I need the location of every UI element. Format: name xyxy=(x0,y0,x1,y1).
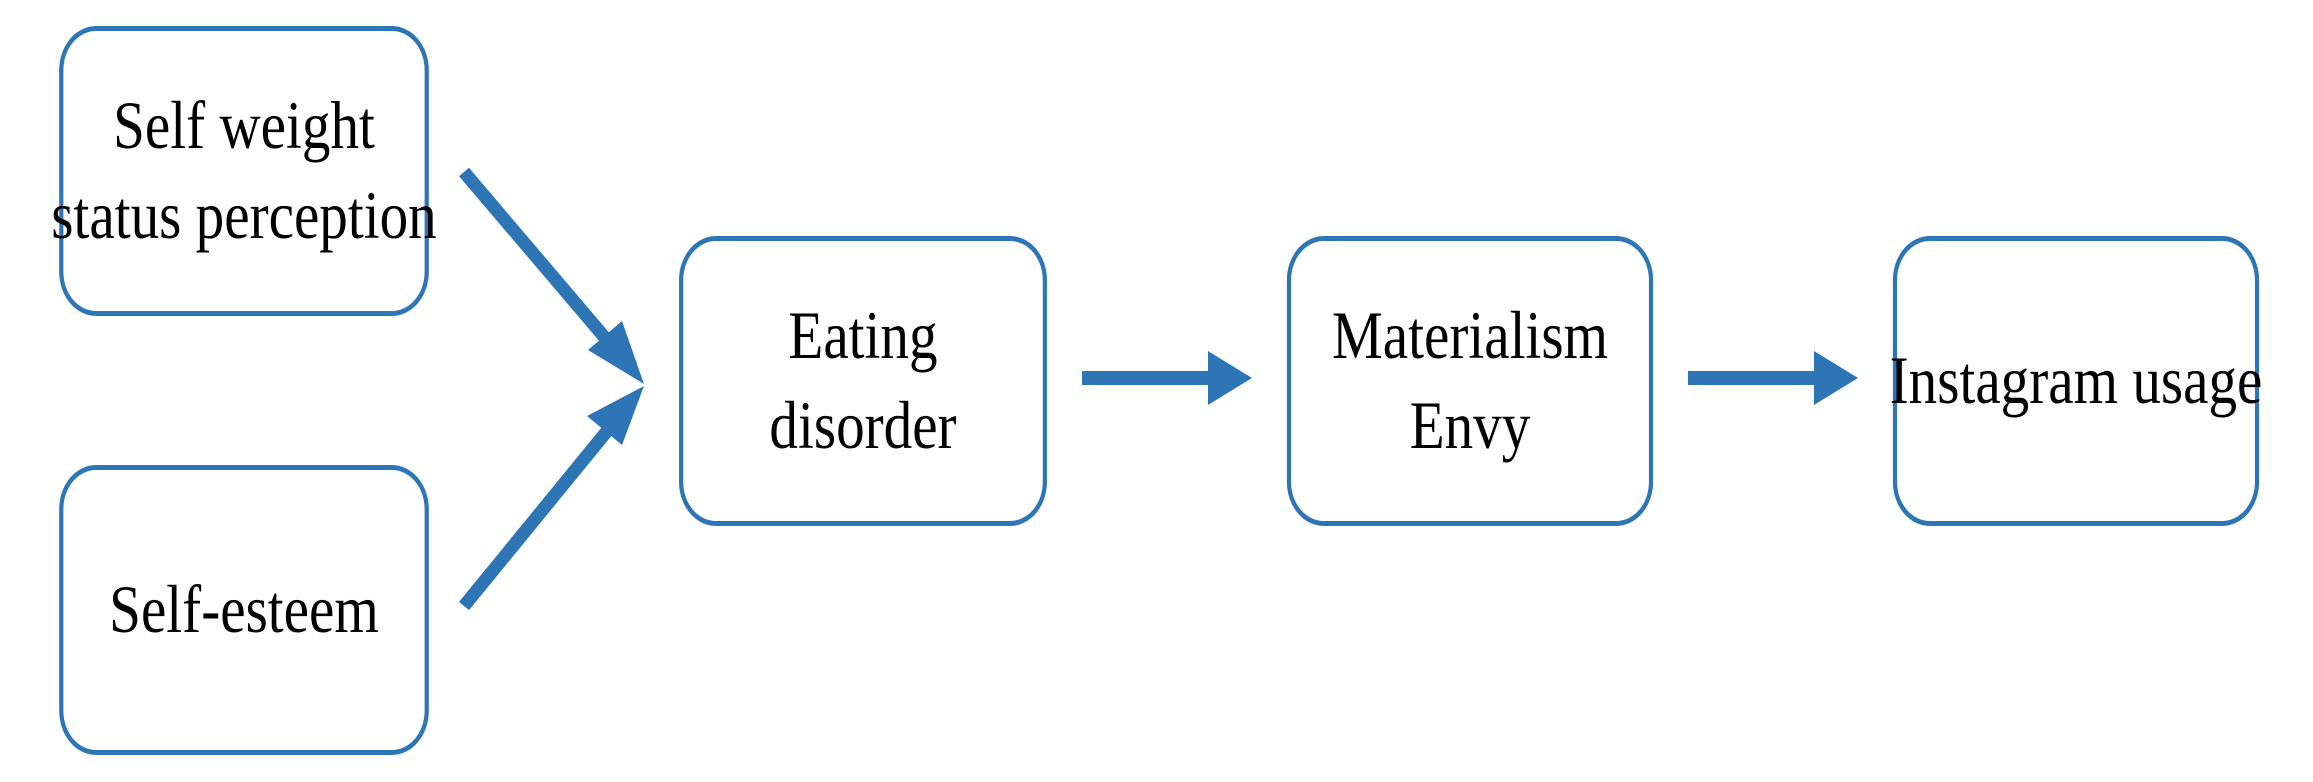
node-label-line: Envy xyxy=(1409,387,1531,463)
node-eating-disorder: Eating disorder xyxy=(679,236,1047,526)
node-self-esteem: Self-esteem xyxy=(59,465,429,755)
arrow-swsp-to-ed xyxy=(459,167,617,351)
node-label-line: Instagram usage xyxy=(1889,342,2263,419)
node-label-line: Self weight xyxy=(113,87,375,164)
node-instagram-usage: Instagram usage xyxy=(1890,236,2262,526)
node-self-weight-status-perception: Self weight status perception xyxy=(51,26,437,316)
node-materialism-envy: Materialism Envy xyxy=(1286,236,1654,526)
node-label-line: status perception xyxy=(51,177,437,253)
arrow-ed-to-me-head xyxy=(1208,351,1252,405)
node-label-line: Self-esteem xyxy=(109,571,379,648)
node-label-line: Materialism xyxy=(1331,297,1608,374)
arrow-swsp-to-ed-head xyxy=(588,321,644,384)
node-label-line: disorder xyxy=(769,387,957,463)
node-label-line: Eating xyxy=(788,297,938,374)
arrow-se-to-ed-head xyxy=(587,386,644,445)
arrow-me-to-iu-head xyxy=(1814,351,1858,405)
arrow-se-to-ed xyxy=(458,420,618,611)
